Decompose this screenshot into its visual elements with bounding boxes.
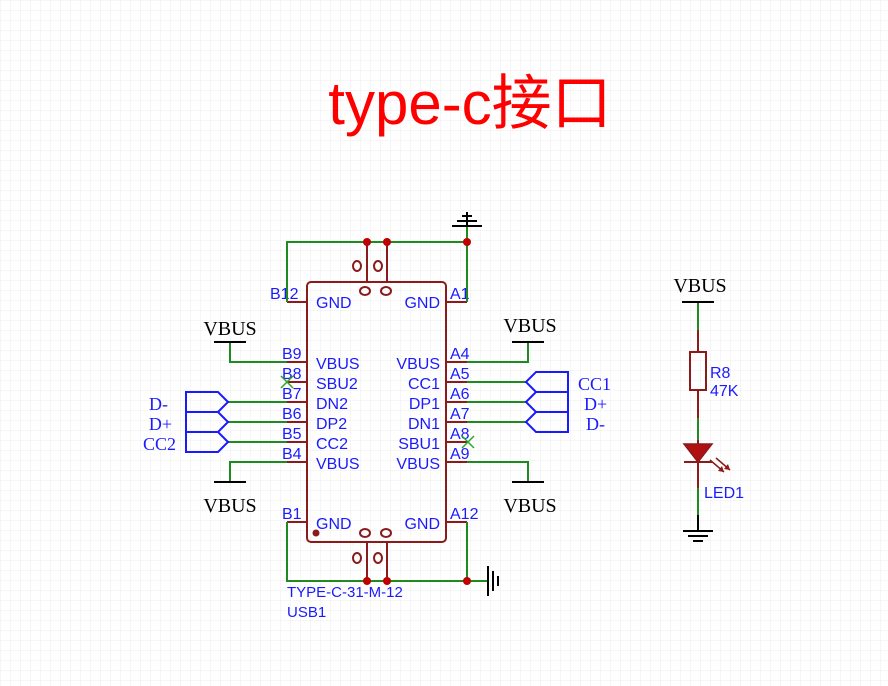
led-arrow-heads <box>718 464 730 472</box>
pin-num-a12: A12 <box>450 506 479 523</box>
ground-symbols <box>452 212 713 596</box>
shell-oval-bottom-left <box>352 552 362 564</box>
wire-vbus-a4 <box>467 342 529 363</box>
resistor-designator: R8 <box>710 365 731 382</box>
pin-num-b9: B9 <box>282 346 302 363</box>
led1[interactable]: LED1 <box>682 440 744 502</box>
port-label-right-2: D+ <box>584 394 607 414</box>
pin-name-a7: DN1 <box>408 416 440 433</box>
diagram-title: type-c接口 <box>328 70 611 137</box>
no-connect-marks <box>280 375 475 449</box>
shell-oval-top-left <box>352 260 362 272</box>
pin-num-a7: A7 <box>450 406 470 423</box>
pin-num-b1: B1 <box>282 506 302 523</box>
pin-num-a5: A5 <box>450 366 470 383</box>
resistor-value: 47K <box>710 383 739 400</box>
led-triangle <box>682 443 714 464</box>
port-label-right-1: CC1 <box>578 374 611 394</box>
vbus-flags: VBUS VBUS VBUS VBUS VBUS <box>203 275 726 517</box>
junction-top-2 <box>383 238 391 246</box>
wire-bottom-gnd-loop <box>286 522 468 582</box>
ground-icon-top <box>452 212 482 227</box>
usb-designator: USB1 <box>287 604 326 621</box>
pin-num-a6: A6 <box>450 386 470 403</box>
pin-num-b4: B4 <box>282 446 302 463</box>
junction-bottom-3 <box>463 577 471 585</box>
pin-num-b8: B8 <box>282 366 302 383</box>
junction-top-3 <box>463 238 471 246</box>
resistor-body <box>689 351 707 391</box>
pin-name-b1: GND <box>316 516 352 533</box>
pin-name-b4: VBUS <box>316 456 360 473</box>
pin-name-b6: DP2 <box>316 416 347 433</box>
shell-oval-bottom-right <box>373 552 383 564</box>
usb-body <box>306 281 447 543</box>
wire-vbus-b4 <box>229 461 287 482</box>
net-ports-left: D- D+ CC2 <box>143 391 230 454</box>
left-pin-stubs <box>287 301 307 523</box>
shell-oval-top-right <box>373 260 383 272</box>
pin-name-a4: VBUS <box>396 356 440 373</box>
right-pin-stubs <box>446 301 467 523</box>
port-shape-right-2 <box>524 391 569 413</box>
shell-oval-bottom-inner-right <box>380 528 392 538</box>
vbus-label-led: VBUS <box>673 275 726 297</box>
junction-bottom-1 <box>363 577 371 585</box>
port-shape-left-3 <box>185 431 230 453</box>
no-connect-b8 <box>280 375 294 389</box>
pin-name-a12: GND <box>404 516 440 533</box>
pin-name-b7: DN2 <box>316 396 348 413</box>
shell-oval-bottom-inner-left <box>359 528 371 538</box>
pin-num-b6: B6 <box>282 406 302 423</box>
net-ports-right: CC1 D+ D- <box>524 371 611 434</box>
usb-part-number: TYPE-C-31-M-12 <box>287 584 403 601</box>
vbus-label-top-right: VBUS <box>503 315 556 337</box>
pin-name-b5: CC2 <box>316 436 348 453</box>
pin-name-b9: VBUS <box>316 356 360 373</box>
port-shape-right-3 <box>524 411 569 433</box>
pin-name-a5: CC1 <box>408 376 440 393</box>
pin-num-a9: A9 <box>450 446 470 463</box>
pin-num-b12: B12 <box>270 286 299 303</box>
port-label-left-2: D+ <box>149 414 172 434</box>
resistor-r8[interactable]: R8 47K <box>689 330 739 418</box>
ground-icon-bottom <box>487 566 499 596</box>
pin-name-b12: GND <box>316 295 352 312</box>
wire-vbus-b9 <box>229 342 287 363</box>
shell-stubs <box>366 244 388 580</box>
port-shape-right-1 <box>524 371 569 393</box>
pin-name-a1: GND <box>404 295 440 312</box>
pin-num-b5: B5 <box>282 426 302 443</box>
vbus-label-bottom-right: VBUS <box>503 495 556 517</box>
pin-name-a8: SBU1 <box>398 436 440 453</box>
vbus-label-bottom-left: VBUS <box>203 495 256 517</box>
junction-top-1 <box>363 238 371 246</box>
wire-vbus-a9 <box>467 461 529 482</box>
pin-num-a1: A1 <box>450 286 470 303</box>
no-connect-a8 <box>461 435 475 449</box>
led-designator: LED1 <box>704 485 744 502</box>
shell-oval-top-inner-left <box>359 286 371 296</box>
pin-name-a9: VBUS <box>396 456 440 473</box>
junction-bottom-2 <box>383 577 391 585</box>
pin-num-a4: A4 <box>450 346 470 363</box>
port-shape-left-2 <box>185 411 230 433</box>
pin-num-b7: B7 <box>282 386 302 403</box>
port-label-left-1: D- <box>149 394 168 414</box>
port-label-left-3: CC2 <box>143 434 176 454</box>
pin-name-a6: DP1 <box>409 396 440 413</box>
usb-connector[interactable]: B12 B9 B8 B7 B6 B5 B4 B1 GND VBUS SBU2 D… <box>270 244 479 621</box>
pin-name-b8: SBU2 <box>316 376 358 393</box>
port-shape-left-1 <box>185 391 230 413</box>
pin1-dot <box>312 529 320 537</box>
wire-top-gnd-loop <box>286 241 468 302</box>
junctions <box>363 238 471 585</box>
shell-oval-top-inner-right <box>380 286 392 296</box>
port-label-right-3: D- <box>586 414 605 434</box>
vbus-label-top-left: VBUS <box>203 318 256 340</box>
wires <box>228 226 699 582</box>
